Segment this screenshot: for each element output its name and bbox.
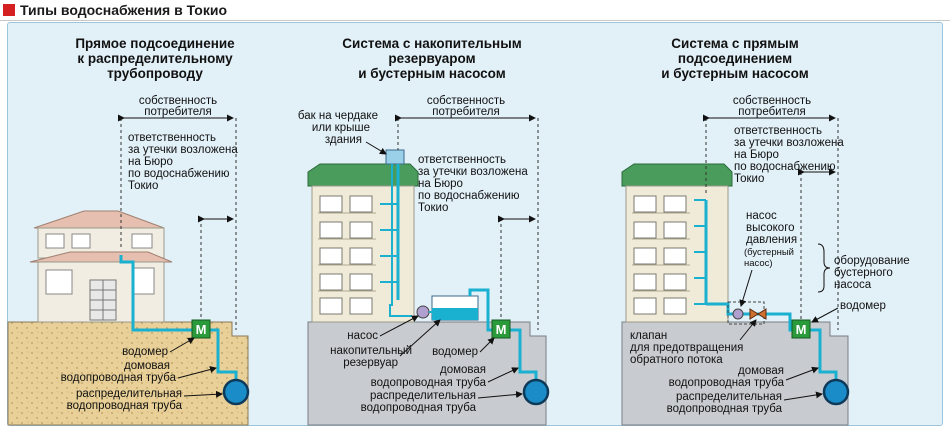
panel3-resp-line3: на Бюро xyxy=(734,149,779,161)
panel3-booster-note-line1: (бустерный xyxy=(744,247,794,258)
panel2-resp-line1: ответственность xyxy=(418,154,506,166)
panel2-roof-tank xyxy=(385,149,405,165)
panel3-resp-line5: Токио xyxy=(734,173,764,185)
panel1-soil xyxy=(7,321,249,426)
panel1-house-pipe-line1: домовая xyxy=(124,360,170,372)
panel1-meter-icon xyxy=(191,319,211,339)
panel1-resp-line5: Токио xyxy=(128,180,158,192)
panel2-resp-line2: за утечки возложена xyxy=(418,166,528,178)
panel3-house-pipe-line1: домовая xyxy=(738,365,784,377)
panel1-resp-line3: на Бюро xyxy=(128,156,173,168)
panel2-floor-pipes xyxy=(380,203,398,283)
panel3-pump-line2: высокого xyxy=(746,222,795,234)
panel3-resp-line4: по водоснабжению xyxy=(734,161,836,173)
panel1-meter-label: водомер xyxy=(122,346,168,358)
panel2-main-pipe xyxy=(522,378,550,406)
panel2-meter-icon xyxy=(491,319,511,339)
panel1-house-pipe-line2: водопроводная труба xyxy=(61,372,177,384)
panel3-booster-note-line2: насос) xyxy=(744,258,773,269)
title-marker-icon xyxy=(3,4,15,16)
panel1-main-pipe xyxy=(222,378,250,406)
panel2-resp-line4: по водоснабжению xyxy=(418,190,520,202)
panel3-resp-line1: ответственность xyxy=(734,125,822,137)
panel3-ownership-line2: потребителя xyxy=(738,106,805,118)
panel3-floor-pipes xyxy=(694,199,706,305)
panel-direct-connection: Прямое подсоединение к распределительном… xyxy=(7,36,250,426)
panel-tank-booster: Система с накопительным резервуаром и бу… xyxy=(298,36,550,426)
panel3-equipment-line3: насоса xyxy=(834,279,872,291)
panel2-ownership-line1: собственность xyxy=(427,95,505,107)
panel2-pump-label: насос xyxy=(347,330,378,342)
panel3-equipment-line2: бустерного xyxy=(834,267,893,279)
panel3-meter-symbol: M xyxy=(796,322,807,337)
panel1-meter-symbol: M xyxy=(196,322,207,337)
panel2-supply-pipe xyxy=(389,164,412,317)
panel3-equipment-brace xyxy=(817,243,831,293)
panel1-heading-line1: Прямое подсоединение xyxy=(75,36,235,51)
panel2-meter-symbol: M xyxy=(496,322,507,337)
panel3-valve-icon xyxy=(749,308,759,320)
panel2-main-pipe-line1: распределительная xyxy=(370,390,476,402)
panel2-tank-water xyxy=(432,308,478,320)
panel2-heading-line3: и бустерным насосом xyxy=(358,66,505,81)
panel2-roof-tank-line1: бак на чердаке xyxy=(298,110,378,122)
panel2-meter-label: водомер xyxy=(432,346,478,358)
panel1-resp-line4: по водоснабжению xyxy=(128,168,230,180)
page-title: Типы водоснабжения в Токио xyxy=(20,2,227,18)
panel3-heading-line3: и бустерным насосом xyxy=(661,66,808,81)
panel3-heading-line1: Система с прямым xyxy=(671,36,798,51)
panel3-valve-line2: для предотвращения xyxy=(630,342,743,354)
panel3-valve-line1: клапан xyxy=(630,330,667,342)
panel2-roof-tank-line3: здания xyxy=(325,134,362,146)
panel1-heading-line3: трубопроводу xyxy=(107,66,203,81)
panel2-building xyxy=(307,163,419,323)
panel2-heading-line1: Система с накопительным xyxy=(342,36,521,51)
panel2-roof-tank-line2: или крыше xyxy=(312,122,370,134)
panel1-ownership-line1: собственность xyxy=(139,95,217,107)
panel3-meter-icon xyxy=(791,319,811,339)
panel2-heading-line2: резервуаром xyxy=(388,51,475,66)
panel3-resp-line2: за утечки возложена xyxy=(734,137,844,149)
panel1-resp-line2: за утечки возложена xyxy=(128,144,238,156)
panel3-main-pipe-line1: распределительная xyxy=(676,391,782,403)
title-divider xyxy=(0,20,950,21)
panel1-resp-line1: ответственность xyxy=(128,132,216,144)
panel3-main-pipe xyxy=(822,378,850,406)
panel3-building xyxy=(621,163,733,323)
panel3-valve-line3: обратного потока xyxy=(630,354,723,366)
panel2-tank-line2: резервуар xyxy=(343,357,398,369)
panel3-house-pipe-line2: водопроводная труба xyxy=(669,377,785,389)
panel3-ownership-line1: собственность xyxy=(733,95,811,107)
panel3-pump-line3: давления xyxy=(746,234,797,246)
panel1-heading-line2: к распределительному xyxy=(77,51,233,66)
panel1-house xyxy=(29,210,173,323)
panel2-resp-line3: на Бюро xyxy=(418,178,463,190)
panel1-ownership-line2: потребителя xyxy=(144,106,211,118)
panel3-heading-line2: подсоединением xyxy=(678,51,792,66)
panel2-house-pipe-line1: домовая xyxy=(440,364,486,376)
panel3-meter-label: водомер xyxy=(840,300,886,312)
panel2-resp-line5: Токио xyxy=(418,202,448,214)
panel1-main-pipe-line2: водопроводная труба xyxy=(67,400,183,412)
panel3-equipment-line1: оборудование xyxy=(834,255,910,267)
panel2-house-pipe-line2: водопроводная труба xyxy=(371,377,487,389)
panel3-pump-icon xyxy=(732,308,744,320)
panel2-ownership-line2: потребителя xyxy=(432,106,499,118)
panel2-foundation xyxy=(307,321,547,426)
panel2-tank-line1: накопительный xyxy=(330,345,412,357)
panel2-main-pipe-line2: водопроводная труба xyxy=(361,402,477,414)
title-bar: Типы водоснабжения в Токио xyxy=(0,0,950,22)
panel1-main-pipe-line1: распределительная xyxy=(76,388,182,400)
panel-direct-booster: Система с прямым подсоединением и бустер… xyxy=(621,36,910,426)
panel3-pump-line1: насос xyxy=(746,210,777,222)
panel2-pump-icon xyxy=(416,305,430,319)
panel3-main-pipe-line2: водопроводная труба xyxy=(667,403,783,415)
